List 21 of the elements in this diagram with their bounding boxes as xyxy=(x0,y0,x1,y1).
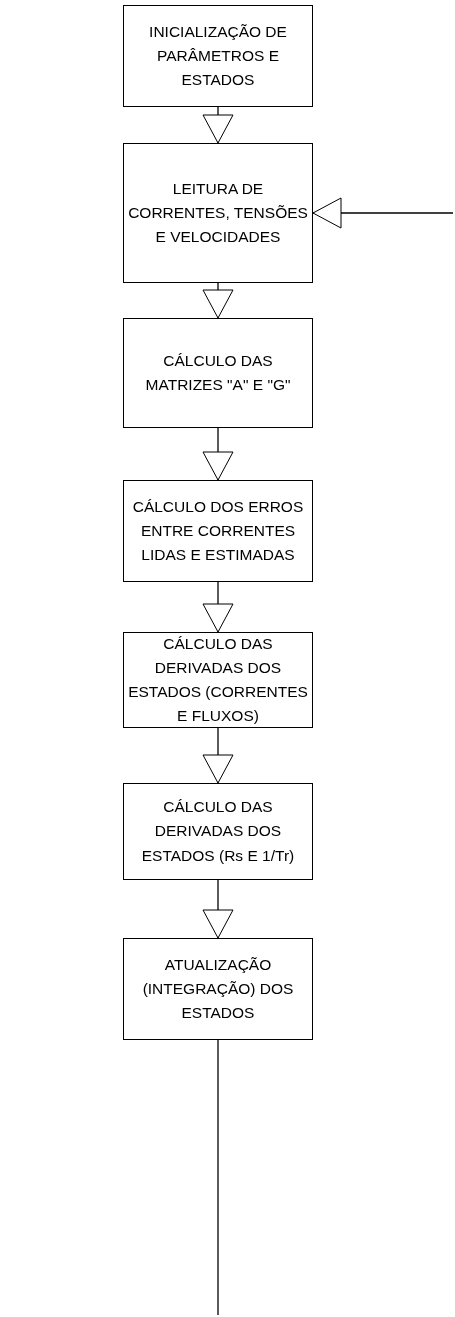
arrow xyxy=(312,197,454,229)
process-box xyxy=(123,5,313,107)
arrow xyxy=(202,581,234,633)
arrow xyxy=(202,282,234,319)
box-text: CÁLCULO DAS DERIVADAS DOS ESTADOS (CORRENTES E FLUXOS) xyxy=(127,633,309,726)
connector-line xyxy=(217,1039,219,1316)
box-text: CÁLCULO DOS ERROS ENTRE CORRENTES LIDAS E ESTIMADAS xyxy=(131,496,305,565)
process-box xyxy=(123,938,313,1040)
arrow xyxy=(202,727,234,784)
process-box xyxy=(123,318,313,428)
box-text: LEITURA DE CORRENTES, TENSÕES E VELOCIDADES xyxy=(127,178,309,247)
process-box xyxy=(123,480,313,582)
arrow xyxy=(202,879,234,939)
box-text: ATUALIZAÇÃO (INTEGRAÇÃO) DOS ESTADOS xyxy=(141,954,295,1023)
process-box xyxy=(123,783,313,880)
arrow xyxy=(202,427,234,481)
process-box xyxy=(123,143,313,283)
box-text: CÁLCULO DAS MATRIZES "A" E "G" xyxy=(144,351,292,395)
box-text: CÁLCULO DAS DERIVADAS DOS ESTADOS (Rs E 1/Tr) xyxy=(140,797,296,866)
box-text: INICIALIZAÇÃO DE PARÂMETROS E ESTADOS xyxy=(148,21,288,90)
arrow xyxy=(202,106,234,144)
